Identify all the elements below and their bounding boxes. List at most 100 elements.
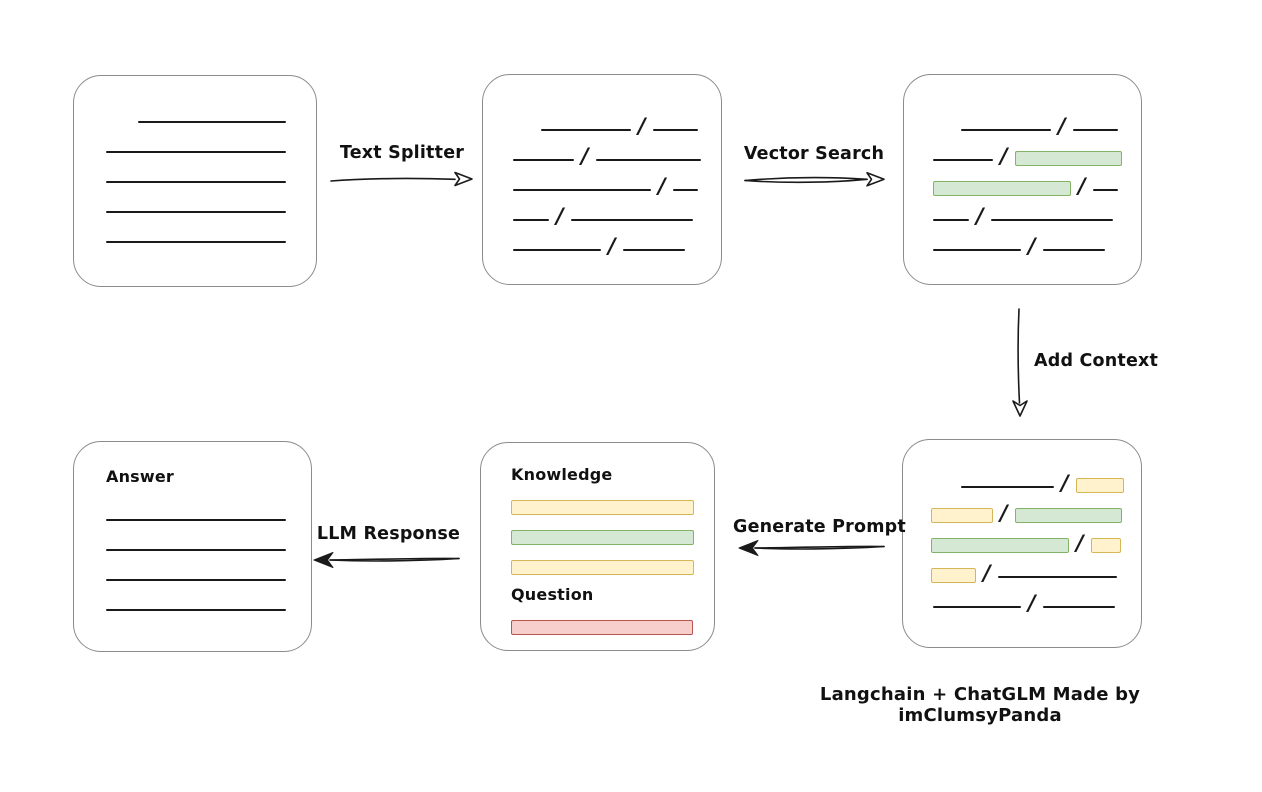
text-line [997,576,1117,578]
text-line [1072,129,1118,131]
text-line [106,579,286,581]
slash-separator: / [638,114,646,138]
diagram-row: / [513,108,721,138]
diagram-row: / [931,495,1141,525]
diagram-row: / [513,228,721,258]
diagram-row: Answer [106,454,311,498]
highlight-bar-yellow [511,500,694,515]
diagram-row: / [931,555,1141,585]
text-line [933,606,1021,608]
diagram-row: / [933,108,1141,138]
text-line [961,486,1054,488]
diagram-row [106,220,316,250]
slash-separator: / [1061,471,1069,495]
generate-prompt-label: Generate Prompt [733,517,906,537]
slash-separator: / [556,204,564,228]
text-line [106,549,286,551]
diagram-row [511,607,714,637]
highlight-bar-yellow [511,560,694,575]
highlight-bar-green [1014,508,1122,523]
slash-separator: / [658,174,666,198]
answer-box: Answer [73,441,312,652]
text-line [513,219,549,221]
diagram-row [106,160,316,190]
diagram-row: / [931,465,1141,495]
text-line [933,249,1021,251]
slash-separator: / [1028,591,1036,615]
text-line [622,249,685,251]
vector-search-result-box: / / / / / [903,74,1142,285]
highlight-bar-green [1014,151,1122,166]
highlight-bar-green [931,538,1069,553]
text-line [541,129,631,131]
box-label: Knowledge [511,465,613,484]
diagram-row: Knowledge [511,457,714,487]
source-document-box [73,75,317,287]
text-line [990,219,1113,221]
slash-separator: / [608,234,616,258]
text-line [1042,249,1105,251]
diagram-row [106,130,316,160]
text-line [672,189,698,191]
diagram-row: / [933,228,1141,258]
box-label: Answer [106,467,175,486]
text-splitter-arrow-icon [330,171,473,187]
text-line [1092,189,1118,191]
added-context-box: ///// [902,439,1142,648]
text-line [106,519,286,521]
text-line [513,249,601,251]
text-splitter-label: Text Splitter [339,143,465,163]
diagram-row [511,517,714,547]
text-line [513,189,651,191]
diagram-row: / [513,138,721,168]
diagram-row: / [513,198,721,228]
text-line [595,159,701,161]
diagram-row: / [931,525,1141,555]
slash-separator: / [581,144,589,168]
diagram-row: / [933,138,1141,168]
diagram-row: / [933,168,1141,198]
highlight-bar-red [511,620,693,635]
text-line [652,129,698,131]
llm-response-label: LLM Response [316,524,461,544]
slash-separator: / [1058,114,1066,138]
diagram-row: / [933,198,1141,228]
text-line [106,609,286,611]
split-chunks-box: / / / / / [482,74,722,285]
slash-separator: / [1000,501,1008,525]
slash-separator: / [1028,234,1036,258]
text-line [933,219,969,221]
highlight-bar-yellow [1090,538,1121,553]
text-line [106,151,286,153]
slash-separator: / [1076,531,1084,555]
diagram-row [106,498,311,528]
box-label: Question [511,585,594,604]
diagram-row [511,487,714,517]
text-line [961,129,1051,131]
text-line [106,181,286,183]
text-line [106,241,286,243]
slash-separator: / [1000,144,1008,168]
text-line [106,211,286,213]
diagram-caption: Langchain + ChatGLM Made by imClumsyPand… [819,684,1141,726]
text-line [513,159,574,161]
text-line [570,219,693,221]
highlight-bar-green [511,530,694,545]
highlight-bar-green [933,181,1071,196]
text-line [933,159,993,161]
slash-separator: / [976,204,984,228]
diagram-row [106,100,316,130]
highlight-bar-yellow [931,568,976,583]
diagram-row [106,588,311,618]
slash-separator: / [1078,174,1086,198]
diagram-row [106,558,311,588]
llm-response-arrow-icon [313,552,460,568]
highlight-bar-yellow [1075,478,1124,493]
diagram-row: Question [511,577,714,607]
add-context-label: Add Context [1034,351,1159,371]
diagram-row [511,547,714,577]
diagram-row: / [513,168,721,198]
add-context-arrow-icon [1012,308,1028,417]
